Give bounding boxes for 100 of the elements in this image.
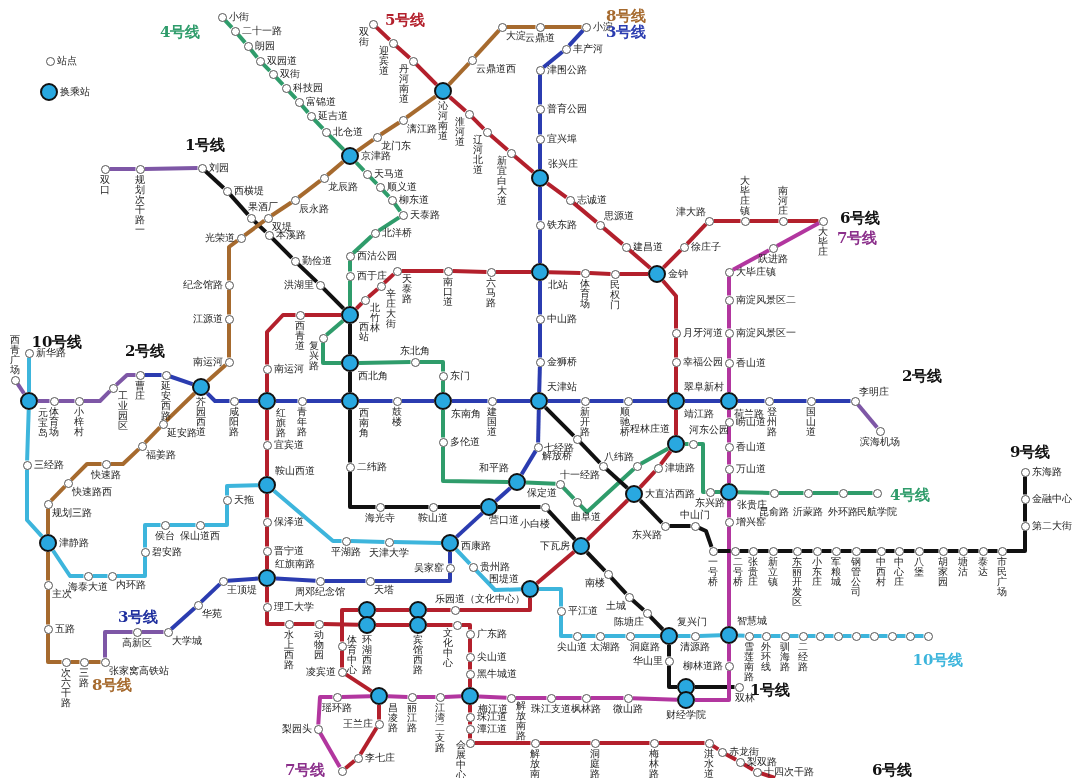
station-circle (315, 280, 325, 290)
metro-line (842, 634, 852, 638)
station-circle (374, 719, 384, 729)
station-label: 侯台 (155, 530, 175, 541)
station-label: 红旗南路 (275, 559, 315, 570)
metro-line (243, 219, 266, 237)
station-circle (610, 269, 620, 279)
station-label: 双口 (100, 174, 110, 195)
station-label: 京津路 (361, 150, 391, 161)
station-label: 刘园 (208, 162, 229, 173)
interchange-circle (667, 435, 685, 453)
metro-line (757, 549, 769, 553)
metro-line (727, 304, 731, 329)
metro-line (967, 549, 979, 553)
station-circle (362, 169, 372, 179)
station-label: 张贵庄 (748, 556, 758, 587)
metro-line (856, 403, 879, 429)
station-circle (222, 495, 232, 505)
station-circle (341, 536, 351, 546)
station-circle (315, 576, 325, 586)
station-label: 顺驰桥 (620, 406, 630, 437)
metro-line (513, 154, 535, 174)
station-circle (850, 396, 860, 406)
station-circle (623, 693, 633, 703)
station-circle (740, 216, 750, 226)
metro-line (351, 234, 374, 255)
metro-line (669, 524, 691, 528)
station-circle (724, 267, 734, 277)
metro-line (358, 726, 379, 756)
station-label: 新立镇 (768, 556, 778, 587)
station-label: 科技园 (292, 82, 323, 93)
interchange-circle (341, 392, 359, 410)
station-circle (243, 41, 253, 51)
metro-line (544, 25, 582, 29)
station-label: 曹庄 (135, 380, 145, 401)
station-circle (625, 631, 635, 641)
station-label: 淇水道 (704, 748, 714, 778)
metro-line (272, 489, 342, 543)
station-label: 体育场 (49, 406, 59, 437)
station-circle (717, 747, 727, 757)
station-circle (997, 546, 1007, 556)
metro-line (538, 74, 542, 105)
metro-line (555, 696, 582, 700)
station-label: 尖山道 (557, 641, 587, 652)
station-circle (923, 631, 933, 641)
station-circle (690, 631, 700, 641)
station-label: 文化中心 (442, 627, 453, 668)
station-label: 红旗路 (276, 408, 286, 438)
metro-line (1023, 476, 1027, 495)
metro-line (381, 188, 391, 199)
line-name: 6号线 (840, 210, 881, 226)
metro-line (727, 473, 731, 483)
station-circle (290, 195, 300, 205)
station-label: 营口道 (489, 515, 519, 526)
station-label: 和平路 (479, 463, 509, 474)
station-label: 沁河南道 (438, 101, 448, 141)
interchange-circle (667, 392, 685, 410)
station-circle (653, 463, 663, 473)
station-circle (101, 459, 111, 469)
metro-line (776, 221, 820, 248)
metro-line (801, 549, 813, 553)
metro-line (287, 89, 298, 101)
station-circle (224, 357, 234, 367)
metro-line (538, 143, 542, 169)
metro-line (581, 634, 596, 638)
station-circle (345, 271, 355, 281)
station-circle (833, 631, 843, 641)
metro-line (116, 556, 147, 578)
station-circle (724, 442, 734, 452)
metro-line (316, 695, 333, 725)
metro-line (143, 523, 161, 548)
station-label: 南楼 (584, 577, 605, 588)
interchange-circle (521, 580, 539, 598)
station-circle (748, 546, 758, 556)
metro-line (323, 622, 359, 627)
station-circle (724, 661, 734, 671)
station-label: 双街 (279, 68, 300, 79)
station-label: 珠江支道 (531, 703, 571, 714)
metro-line (604, 467, 629, 490)
station-label: 思源道 (603, 210, 634, 221)
station-label: 乐园道（文化中心） (435, 593, 525, 604)
station-circle (376, 281, 386, 291)
metro-line (638, 499, 664, 525)
interchange-circle (258, 476, 276, 494)
station-label: 晋宁道 (273, 545, 304, 556)
station-label: 动物园 (314, 629, 324, 660)
station-circle (392, 266, 402, 276)
metro-line (559, 615, 573, 638)
metro-line (293, 622, 315, 626)
metro-line (377, 215, 401, 233)
station-circle (838, 488, 848, 498)
station-label: 丰产河 (572, 43, 603, 54)
station-circle (370, 228, 380, 238)
station-label: 双林 (735, 692, 755, 703)
station-circle (621, 242, 631, 252)
station-label: 工业园区 (117, 390, 128, 431)
station-circle (530, 738, 540, 748)
station-circle (398, 115, 408, 125)
metro-line (474, 568, 522, 592)
metro-line (535, 550, 576, 585)
